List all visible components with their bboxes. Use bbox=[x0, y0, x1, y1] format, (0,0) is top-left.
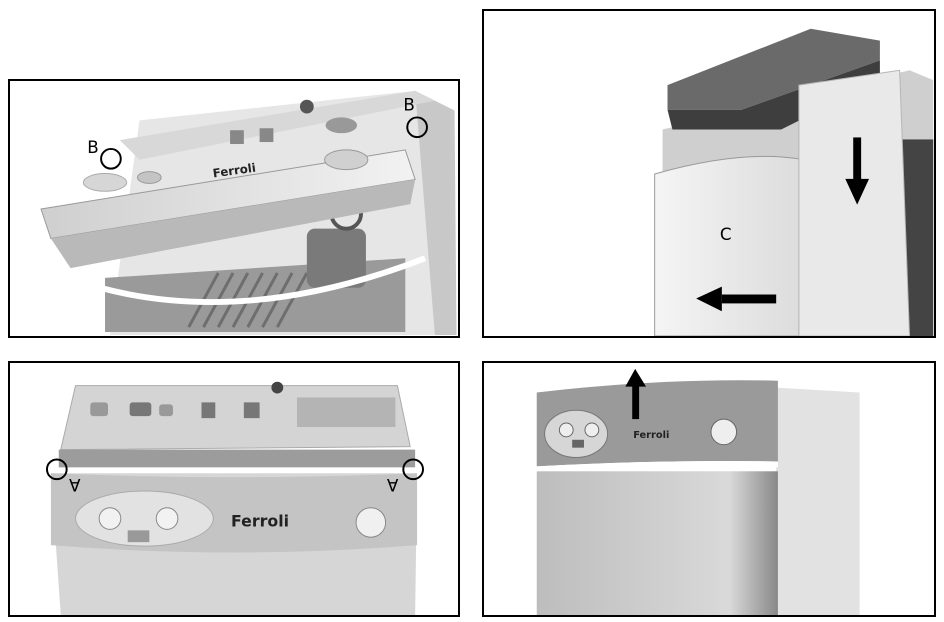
arrow-down-icon bbox=[845, 137, 870, 205]
boiler-opened-illustration: Ferroli B B bbox=[40, 90, 457, 336]
label-b-right: B bbox=[403, 95, 414, 115]
figure-panel-bottom-right: Ferroli bbox=[482, 361, 936, 617]
figure-panel-top-left: Ferroli B B bbox=[8, 79, 460, 338]
control-panel-lift-illustration: Ferroli bbox=[536, 368, 860, 615]
marker-b-left bbox=[100, 147, 122, 170]
brand-logo: Ferroli bbox=[633, 430, 669, 441]
marker-b-right bbox=[406, 116, 428, 139]
label-a-left: A bbox=[68, 475, 80, 495]
arrow-left-icon bbox=[696, 286, 777, 312]
front-cover-removal-illustration: C bbox=[654, 28, 934, 336]
label-c: C bbox=[720, 224, 732, 244]
brand-logo: Ferroli bbox=[231, 511, 289, 530]
figure-panel-bottom-left: Ferroli A A bbox=[8, 361, 460, 617]
marker-a-right bbox=[402, 458, 424, 481]
label-a-right: A bbox=[386, 475, 398, 495]
boiler-front-view-illustration: Ferroli A A bbox=[45, 381, 424, 615]
brand-logo: Ferroli bbox=[212, 161, 257, 181]
arrow-up-icon bbox=[625, 368, 646, 420]
figure-panel-top-right: C bbox=[482, 9, 936, 338]
marker-a-left bbox=[45, 458, 68, 481]
label-b-left: B bbox=[87, 137, 98, 157]
